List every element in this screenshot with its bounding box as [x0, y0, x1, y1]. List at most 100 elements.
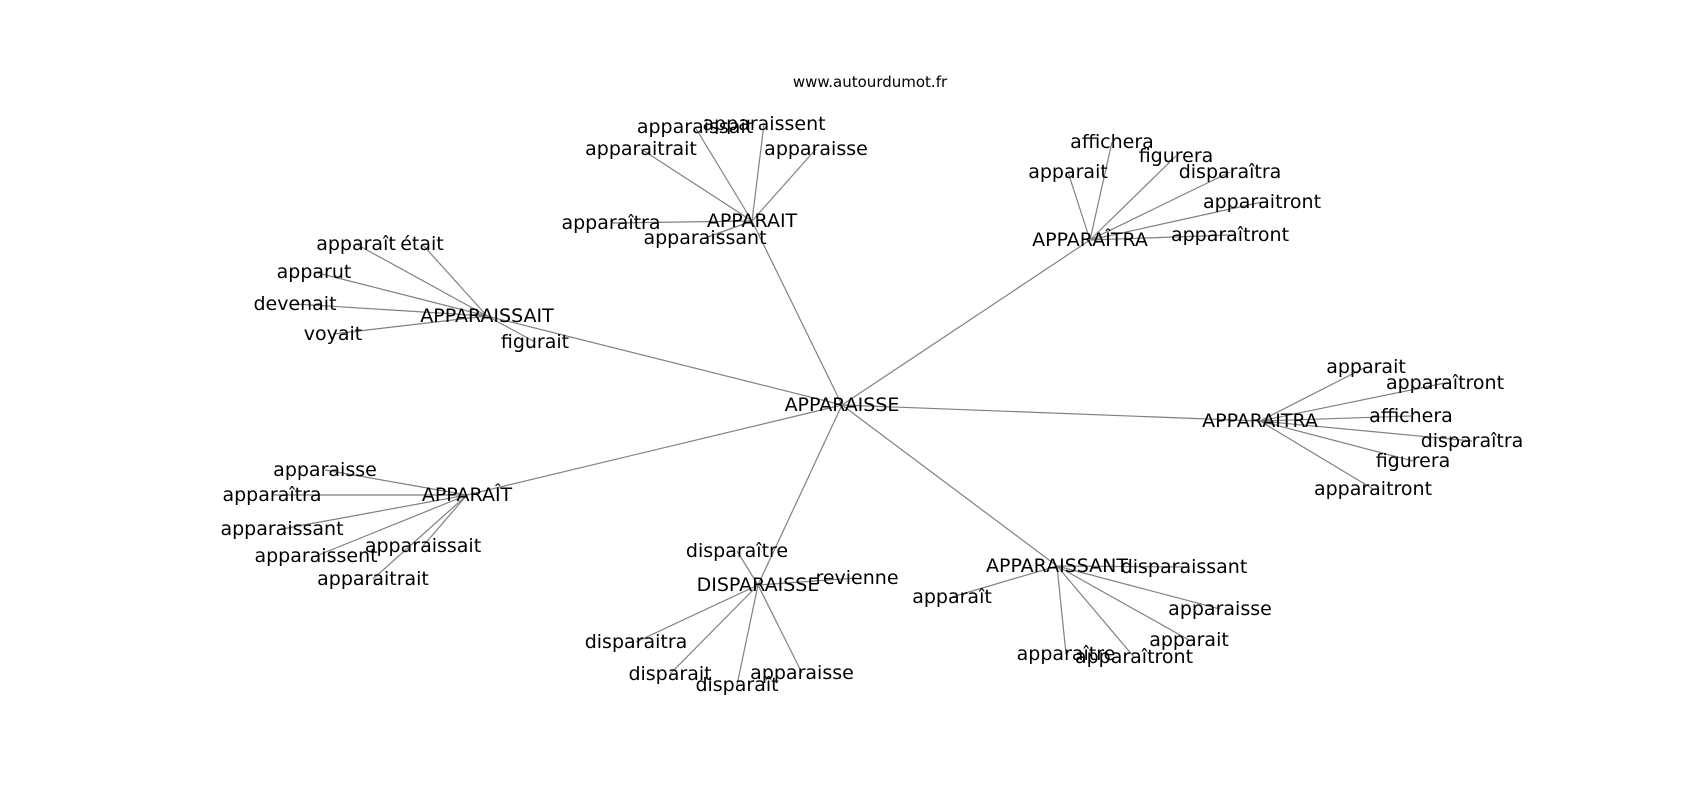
- leaf-node-label: apparaisse: [750, 662, 854, 684]
- edge-hub-to-leaf: [1259, 420, 1374, 490]
- leaf-node-label: apparaît: [912, 586, 992, 608]
- edge-root-to-hub: [841, 404, 1058, 567]
- edge-hub-to-leaf: [1089, 155, 1177, 241]
- leaf-node-label: voyait: [304, 323, 362, 345]
- edge-root-to-hub: [841, 404, 1261, 422]
- leaf-node-label: apparaît: [316, 233, 396, 255]
- edge-hub-to-leaf: [694, 126, 753, 222]
- leaf-node-label: disparaissant: [1121, 556, 1248, 578]
- edge-hub-to-leaf: [422, 494, 468, 547]
- edge-root-to-hub: [751, 220, 843, 406]
- edge-hub-to-leaf: [1056, 565, 1190, 641]
- leaf-node-label: apparaitront: [1314, 478, 1432, 500]
- leaf-node-label: disparaître: [686, 540, 788, 562]
- edge-hub-to-leaf: [951, 565, 1058, 598]
- leaf-node-label: disparait: [628, 663, 711, 685]
- edge-hub-to-leaf: [1259, 382, 1446, 422]
- edge-hub-to-leaf: [1259, 415, 1412, 422]
- leaf-node-label: était: [400, 233, 444, 255]
- hub-node-label: APPARAISSAIT: [420, 305, 554, 327]
- credit-watermark: www.autourdumot.fr: [793, 73, 948, 91]
- edge-hub-to-leaf: [1259, 420, 1414, 462]
- hub-node-label: APPARAISSANT: [986, 555, 1128, 577]
- edge-hub-to-leaf: [281, 494, 468, 530]
- leaf-node-label: affichera: [1070, 131, 1154, 153]
- edge-hub-to-leaf: [294, 303, 488, 317]
- leaf-node-label: apparait: [1028, 161, 1108, 183]
- edge-hub-to-leaf: [736, 550, 759, 586]
- leaf-node-label: apparaissent: [254, 545, 377, 567]
- edge-hub-to-leaf: [315, 494, 468, 557]
- edge-hub-to-leaf: [332, 315, 488, 335]
- leaf-node-label: disparaitra: [585, 631, 688, 653]
- leaf-node-label: figurera: [1376, 450, 1451, 472]
- leaf-node-label: disparaîtra: [1179, 161, 1282, 183]
- edge-hub-to-leaf: [1056, 565, 1221, 610]
- leaf-node-label: affichera: [1369, 405, 1453, 427]
- leaf-node-label: figurera: [1139, 145, 1214, 167]
- leaf-node-label: disparaîtra: [1421, 430, 1524, 452]
- leaf-node-label: apparaisse: [1168, 598, 1272, 620]
- graph-edges: [272, 123, 1473, 686]
- leaf-node-label: apparaîtront: [1386, 372, 1504, 394]
- hub-node-label: APPARAITRA: [1202, 410, 1318, 432]
- hub-node-label: APPARAÎTRA: [1032, 228, 1148, 251]
- edge-hub-to-leaf: [669, 584, 759, 675]
- leaf-node-label: disparaît: [695, 674, 778, 696]
- leaf-node-label: apparaissait: [637, 116, 753, 138]
- edge-hub-to-leaf: [751, 123, 765, 222]
- leaf-node-label: figurait: [501, 331, 569, 353]
- leaf-node-label: apparait: [1149, 629, 1229, 651]
- leaf-node-label: devenait: [253, 293, 336, 315]
- leaf-node-label: apparaitrait: [585, 138, 697, 160]
- root-node-label: APPARAISSE: [785, 394, 900, 416]
- leaf-node-label: apparait: [1326, 356, 1406, 378]
- edge-hub-to-leaf: [1067, 171, 1091, 241]
- leaf-node-label: apparut: [277, 261, 352, 283]
- edge-hub-to-leaf: [421, 243, 488, 317]
- edge-hub-to-leaf: [1056, 565, 1185, 568]
- leaf-node-label: apparaissant: [643, 227, 766, 249]
- edge-hub-to-leaf: [610, 220, 753, 224]
- leaf-node-label: apparaîtra: [561, 212, 660, 234]
- leaf-node-label: apparaissait: [365, 535, 481, 557]
- edge-root-to-hub: [841, 239, 1091, 406]
- edge-root-to-hub: [486, 315, 843, 406]
- edge-hub-to-leaf: [757, 577, 858, 586]
- edge-hub-to-leaf: [1089, 201, 1263, 241]
- edge-root-to-hub: [466, 404, 843, 496]
- leaf-node-label: revienne: [815, 567, 898, 589]
- edge-hub-to-leaf: [1259, 366, 1367, 422]
- edge-hub-to-leaf: [324, 469, 468, 496]
- leaf-node-label: apparaîtront: [1171, 224, 1289, 246]
- edge-hub-to-leaf: [1259, 420, 1473, 442]
- hub-node-label: APPARAÎT: [422, 483, 513, 506]
- leaf-node-label: apparaisse: [764, 138, 868, 160]
- leaf-node-label: apparaissant: [220, 518, 343, 540]
- leaf-node-label: apparaitront: [1203, 191, 1321, 213]
- hub-node-label: APPARAIT: [707, 210, 798, 232]
- edge-hub-to-leaf: [640, 148, 753, 222]
- edge-hub-to-leaf: [751, 148, 817, 222]
- leaf-node-label: apparaîtra: [222, 484, 321, 506]
- edge-hub-to-leaf: [1056, 565, 1067, 655]
- edge-hub-to-leaf: [635, 584, 759, 643]
- leaf-node-label: apparaissent: [702, 113, 825, 135]
- edge-hub-to-leaf: [1089, 234, 1231, 241]
- edge-hub-to-leaf: [355, 243, 488, 317]
- edge-hub-to-leaf: [736, 584, 759, 686]
- edge-hub-to-leaf: [1089, 171, 1231, 241]
- edge-hub-to-leaf: [1056, 565, 1135, 658]
- edge-hub-to-leaf: [486, 315, 536, 343]
- leaf-node-label: apparaitrait: [317, 568, 429, 590]
- edge-hub-to-leaf: [704, 220, 753, 239]
- edge-hub-to-leaf: [372, 494, 468, 580]
- edge-hub-to-leaf: [757, 584, 803, 674]
- edge-hub-to-leaf: [313, 271, 488, 317]
- leaf-node-label: apparaître: [1017, 643, 1116, 665]
- leaf-node-label: apparaisse: [273, 459, 377, 481]
- leaf-node-label: apparaîtront: [1075, 646, 1193, 668]
- hub-node-label: DISPARAISSE: [697, 574, 820, 596]
